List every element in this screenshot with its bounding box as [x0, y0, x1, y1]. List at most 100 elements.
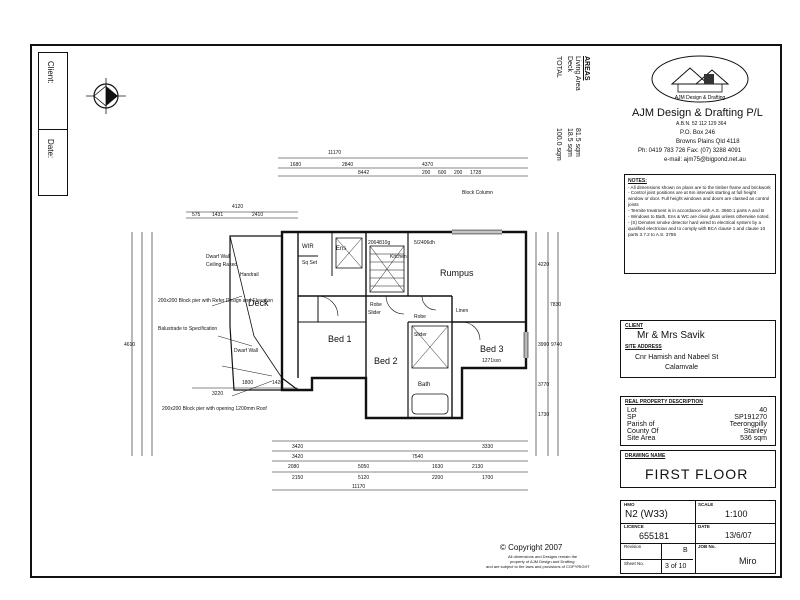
job-label: JOB No.	[698, 544, 716, 549]
dimension-label: 2410	[252, 212, 263, 218]
plan-note: Sq Set	[302, 260, 318, 266]
dimension-label: 8442	[358, 170, 369, 176]
grid-divider	[695, 501, 696, 573]
room-label: WIR	[302, 244, 314, 250]
scale-value: 1:100	[725, 509, 748, 519]
plan-note: 1271sxo	[482, 358, 501, 364]
client-block-label: CLIENT	[625, 323, 644, 329]
company-name: AJM Design & Drafting P/L	[632, 107, 763, 119]
scale-label: SCALE	[698, 502, 714, 507]
room-label: Linen	[456, 308, 468, 314]
dimension-label: 2840	[342, 162, 353, 168]
dimension-label: 1730	[538, 412, 549, 418]
property-value: Stanley	[743, 428, 767, 435]
plan-note: Handrail	[240, 272, 259, 278]
room-label: Bed 1	[328, 334, 352, 344]
dimension-label: 11170	[328, 150, 341, 156]
property-label: REAL PROPERTY DESCRIPTION	[625, 399, 703, 405]
plan-note: Dwarf Wall	[206, 254, 230, 260]
copyright-block: © Copyright 2007 All dimensions and Desi…	[480, 544, 618, 578]
dimension-label: 575	[192, 212, 201, 218]
drawing-sheet: Client: Date: AREAS Living Area 81.5 sqm…	[30, 44, 782, 578]
client-strip: Client: Date:	[38, 52, 68, 196]
plan-note: Ceiling Raked	[206, 262, 237, 268]
notes-heading: NOTES:	[628, 178, 647, 184]
dimension-label: 7830	[550, 302, 561, 308]
notes-item: - Termite treatment is in accordance wit…	[628, 208, 765, 214]
living-area-label: Living Area	[574, 56, 581, 91]
north-arrow-icon	[86, 78, 126, 114]
living-area-value: 81.5 sqm	[574, 128, 581, 157]
plan-note: 200x200 Block pier with opening 1200mm R…	[162, 406, 267, 412]
dimension-label: 600	[438, 170, 447, 176]
dimension-label: 1431	[212, 212, 223, 218]
dimension-label: 3220	[212, 391, 223, 397]
copyright-line: and are subject to the laws and provisio…	[486, 564, 590, 569]
client-name: Mr & Mrs Savik	[637, 330, 705, 341]
property-key: Lot	[627, 407, 637, 414]
plan-note: Slider	[414, 332, 427, 338]
company-phone: Ph: 0419 783 726 Fax: (07) 3288 4091	[638, 148, 742, 154]
plan-note: 2064810g	[368, 240, 390, 246]
areas-heading: AREAS	[583, 56, 590, 81]
dimension-label: 200	[454, 170, 463, 176]
room-label: Ens	[336, 246, 346, 252]
dimension-label: 4370	[422, 162, 433, 168]
site-address-line1: Cnr Hamish and Nabeel St	[635, 354, 719, 361]
copyright-line: property of AJM Design and Drafting	[510, 559, 575, 564]
grid-divider	[661, 543, 662, 573]
property-key: SP	[627, 414, 637, 421]
dimension-label: 9740	[551, 342, 562, 348]
total-area-label: TOTAL	[555, 56, 562, 78]
room-label: Robe	[370, 302, 382, 308]
deck-area-label: Deck	[566, 56, 573, 72]
copyright-line: All dimensions and Designs remain the	[508, 554, 578, 559]
plan-note: Dwarf Wall	[234, 348, 258, 354]
plan-note: 5/2406dh	[414, 240, 435, 246]
notes-item: - All dimensions shown on plans are to t…	[628, 184, 771, 190]
company-suburb: Browns Plains Qld 4118	[676, 139, 740, 145]
hmo-value: N2 (W33)	[625, 509, 668, 520]
dimension-label: 7540	[412, 454, 423, 460]
client-label: Client:	[46, 61, 55, 84]
site-address-line2: Calamvale	[665, 364, 699, 371]
dimension-label: 200	[422, 170, 431, 176]
notes-block: NOTES: - All dimensions shown on plans a…	[624, 174, 776, 274]
notes-item: - (S) Denotes smoke detector hard wired …	[628, 220, 766, 238]
dimension-label: 1630	[432, 464, 443, 470]
company-email: e-mail: ajm75@bigpond.net.au	[664, 157, 746, 163]
dimension-label: 2150	[292, 475, 303, 481]
sheet-value: 3 of 10	[665, 563, 687, 570]
notes-item: - Control joint positions are at 6m inte…	[628, 190, 770, 208]
dimension-label: 4610	[124, 342, 135, 348]
dimension-label: 2080	[288, 464, 299, 470]
grid-divider	[621, 559, 693, 560]
company-po-box: P.O. Box 246	[680, 130, 715, 136]
plan-note: 200x200 Block pier with Refer Design and…	[158, 298, 273, 304]
licence-label: LICENCE	[624, 524, 644, 529]
property-value: 40	[759, 407, 767, 414]
revision-value: B	[683, 547, 688, 554]
floor-plan: Bed 1 Bed 2 Bed 3 Rumpus Deck Bath Ens W…	[124, 150, 562, 491]
grid-divider	[621, 543, 775, 544]
property-value: SP191270	[734, 414, 767, 421]
room-label: Bed 3	[480, 344, 504, 354]
drawing-name: FIRST FLOOR	[645, 466, 749, 482]
dimension-label: 1680	[290, 162, 301, 168]
plan-note: Block Column	[462, 190, 493, 196]
date-value: 13/6/07	[725, 531, 752, 540]
dimension-label: 1728	[470, 170, 481, 176]
dimension-label: 4120	[232, 204, 243, 210]
property-value: Teerongpilly	[729, 421, 767, 428]
licence-value: 655181	[639, 531, 670, 541]
room-label: Bath	[418, 382, 430, 388]
dimension-label: 2200	[432, 475, 443, 481]
plan-note: Kitchen	[390, 254, 407, 260]
dimension-label: 5050	[358, 464, 369, 470]
room-label: Rumpus	[440, 268, 474, 278]
dimension-label: 2130	[472, 464, 483, 470]
grid-divider	[621, 523, 775, 524]
property-value: 536 sqm	[740, 435, 767, 442]
date-label: Date:	[46, 139, 55, 159]
dimension-label: 3770	[538, 382, 549, 388]
